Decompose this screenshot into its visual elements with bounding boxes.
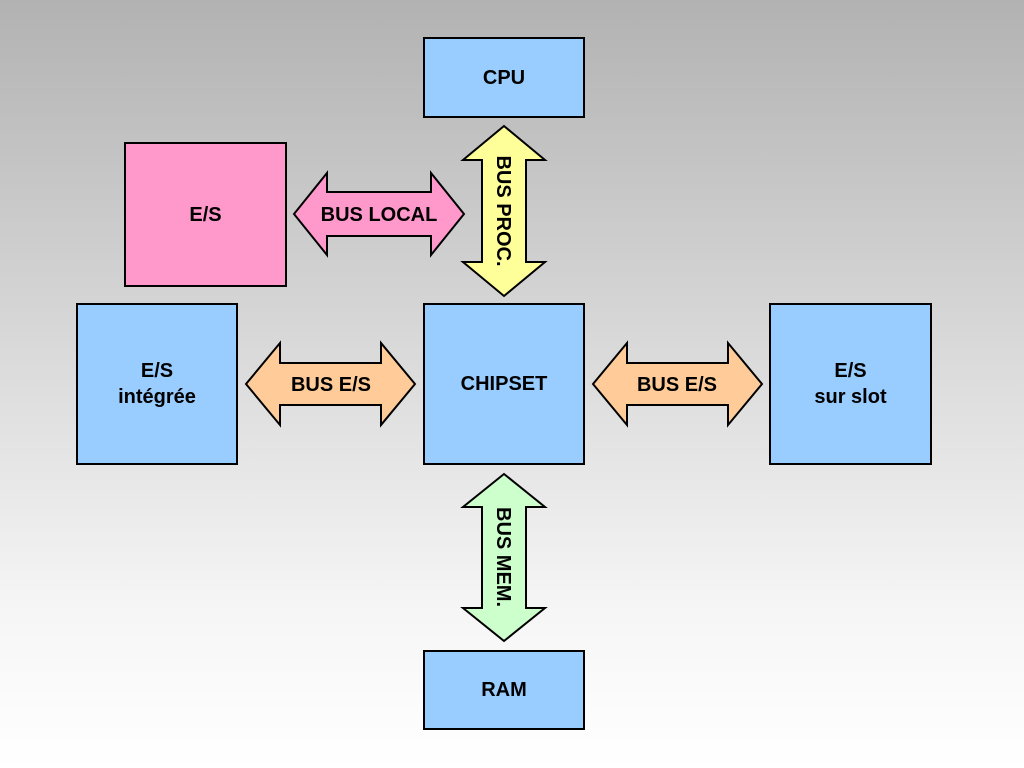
bus-proc-label: BUS PROC. [492,155,514,266]
cpu-box: CPU [423,37,585,118]
ram-label: RAM [481,679,527,701]
es-slot-label: E/S sur slot [814,360,887,408]
cpu-label: CPU [482,66,526,89]
es-integree-label: E/S intégrée [118,360,196,408]
bus-es-right-arrow [591,340,764,428]
chipset-box: CHIPSET [423,303,585,465]
es-slot-box: E/S sur slot [769,303,932,465]
bus-mem-arrow [460,472,548,643]
bus-es-left-label: BUS E/S [291,374,371,396]
bus-es-left-arrow [244,340,417,428]
bus-proc-arrow [460,124,548,298]
es-local-label: E/S [189,203,222,226]
chipset-label: CHIPSET [460,373,548,395]
bus-local-arrow [292,170,466,258]
ram-box: RAM [423,650,585,730]
es-local-box: E/S [124,142,287,287]
es-integree-box: E/S intégrée [76,303,238,465]
bus-es-right-label: BUS E/S [637,374,717,396]
bus-local-label: BUS LOCAL [321,204,438,226]
bus-mem-label: BUS MEM. [492,507,514,607]
